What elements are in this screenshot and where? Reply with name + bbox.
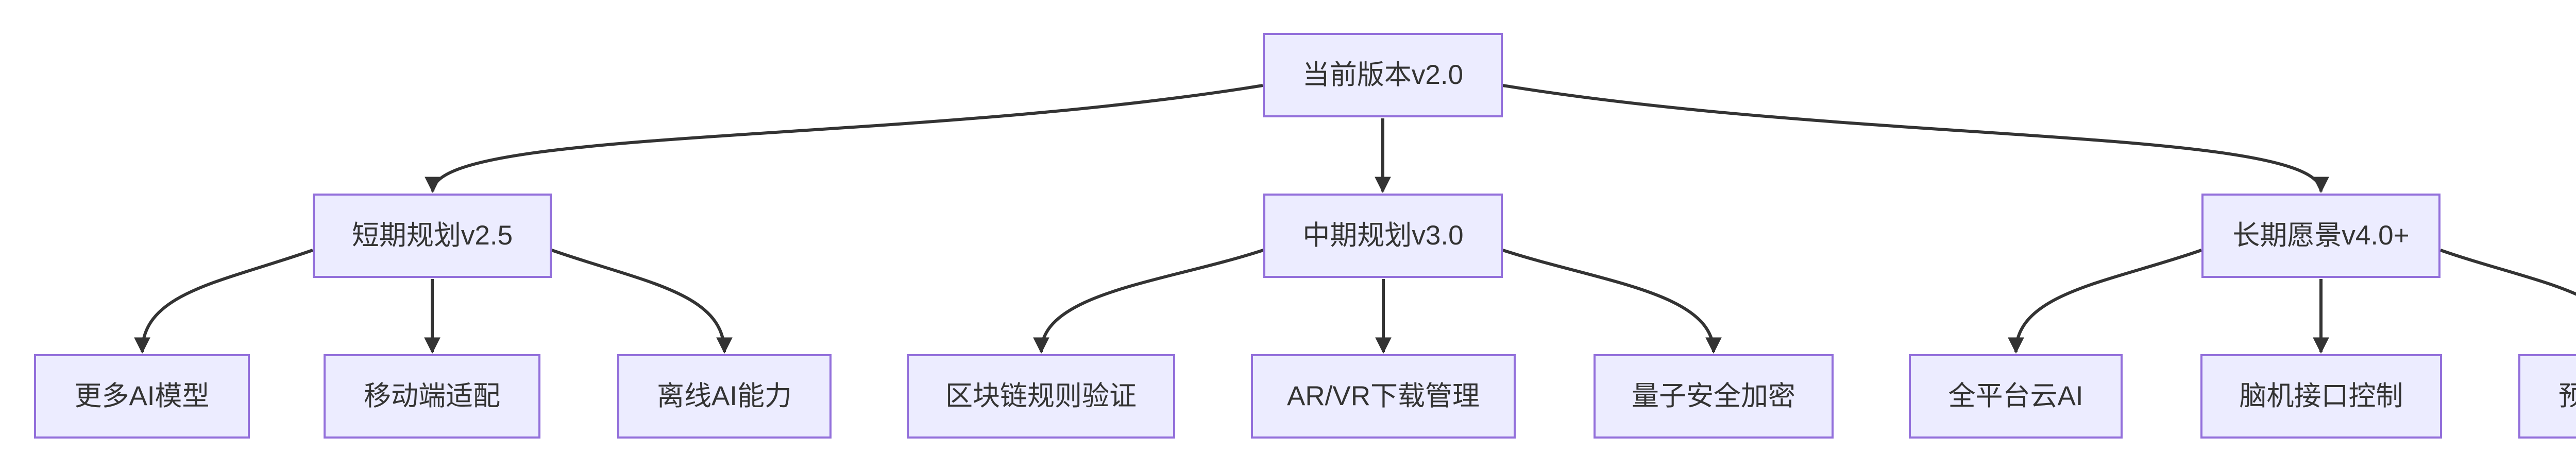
- edge-short-to-more-ai-models: [134, 249, 313, 354]
- flowchart-node-ar-vr-download: AR/VR下载管理: [1251, 354, 1516, 439]
- edge-root-to-long-term: [1502, 84, 2329, 194]
- flowchart-node-short-term-plan: 短期规划v2.5: [313, 194, 552, 278]
- flowchart-node-mobile-adaptation: 移动端适配: [324, 354, 540, 439]
- flowchart-node-mid-term-plan: 中期规划v3.0: [1263, 194, 1503, 278]
- edge-short-to-offline-ai: [551, 249, 733, 354]
- flowchart-node-blockchain-verification: 区块链规则验证: [907, 354, 1175, 439]
- edge-root-to-short-term: [425, 84, 1263, 194]
- flowchart-node-long-term-vision: 长期愿景v4.0+: [2201, 194, 2441, 278]
- flowchart-node-quantum-encryption: 量子安全加密: [1594, 354, 1834, 439]
- edge-long-to-cloud-ai: [2008, 249, 2202, 354]
- flowchart-node-current-version: 当前版本v2.0: [1263, 33, 1503, 117]
- flowchart-node-predictive-download: 预测性下载: [2518, 354, 2576, 439]
- edge-mid-to-blockchain-verification: [1033, 249, 1264, 354]
- flowchart-node-more-ai-models: 更多AI模型: [34, 354, 250, 439]
- flowchart-node-offline-ai: 离线AI能力: [617, 354, 832, 439]
- flowchart-node-cloud-ai: 全平台云AI: [1909, 354, 2123, 439]
- flowchart-node-brain-interface: 脑机接口控制: [2200, 354, 2442, 439]
- edge-long-to-predictive-download: [2440, 249, 2576, 296]
- edge-mid-to-quantum-encryption: [1502, 249, 1722, 354]
